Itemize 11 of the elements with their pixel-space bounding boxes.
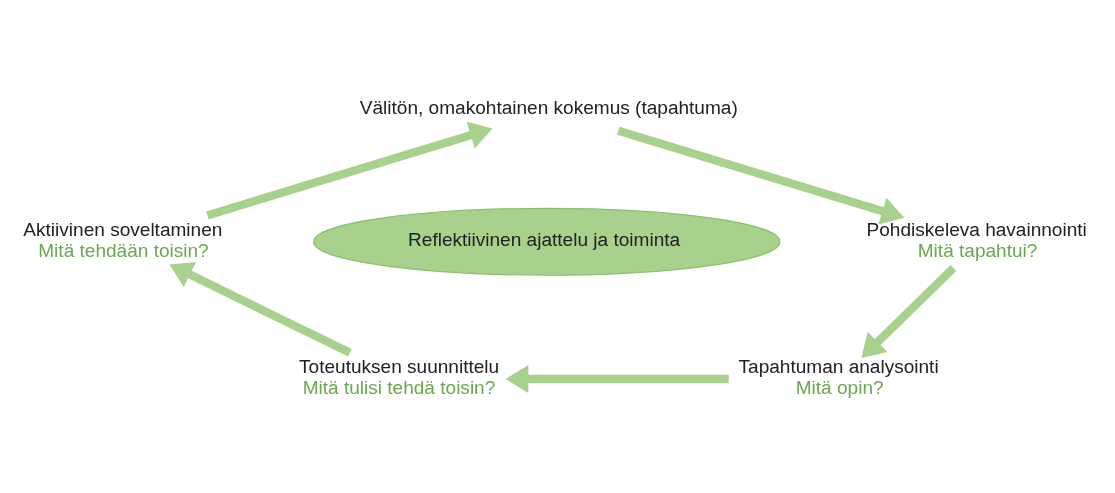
arrow	[169, 261, 352, 357]
arrow	[505, 365, 729, 394]
node-text: Välitön, omakohtainen kokemus (tapahtuma)	[359, 96, 738, 118]
arrow	[861, 265, 957, 359]
node-text: Tapahtuman analysointi Mitä opin?	[738, 355, 939, 399]
node-ellipse: Reflektiivinen ajattelu ja toiminta	[313, 207, 781, 276]
node-text: Aktiivinen soveltaminen Mitä tehdään toisin?	[23, 218, 223, 261]
arrow	[206, 121, 493, 220]
arrow	[617, 126, 905, 225]
node-text: Pohdiskeleva havainnointi Mitä tapahtui?	[866, 218, 1087, 261]
node-text: Toteutuksen suunnittelu Mitä tulisi tehdä toisin?	[299, 355, 500, 399]
